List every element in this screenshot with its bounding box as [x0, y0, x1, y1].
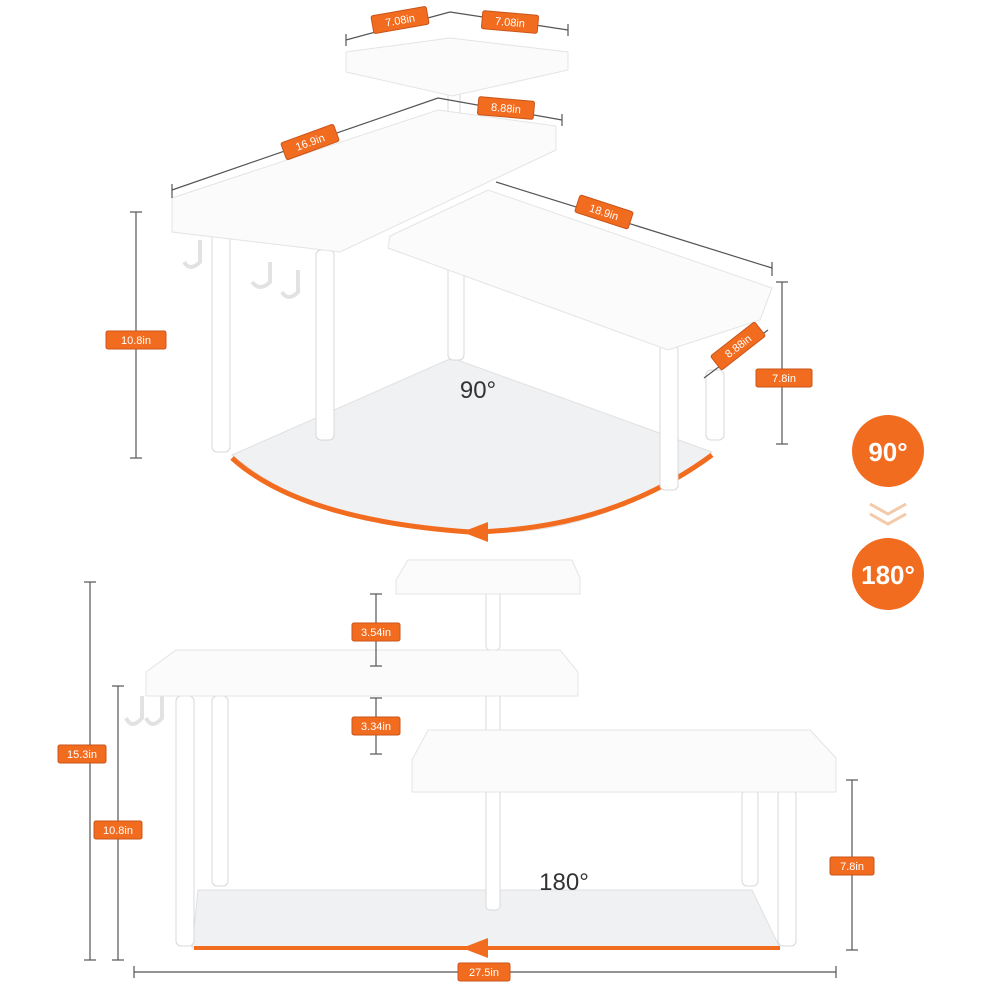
- shelf-top-90: [345, 37, 569, 97]
- config-90: 7.08in 7.08in 8.88in 16.9in 18.9in 8.88i…: [105, 6, 813, 542]
- tag-total-height: 15.3in: [57, 744, 107, 764]
- tag-right-height-90: 7.8in: [755, 368, 813, 388]
- tag-right-len: 18.9in: [574, 194, 634, 230]
- transition-indicator: 90° 180°: [852, 415, 924, 610]
- tag-width-180: 27.5in: [457, 962, 511, 982]
- tag-mid-depth: 8.88in: [476, 96, 536, 120]
- svg-text:7.08in: 7.08in: [384, 12, 416, 29]
- tag-right-height-180: 7.8in: [829, 856, 875, 876]
- svg-text:7.8in: 7.8in: [840, 861, 864, 873]
- tag-top-w2: 7.08in: [480, 10, 540, 34]
- svg-text:7.08in: 7.08in: [494, 16, 525, 31]
- tag-gap-mid: 3.34in: [351, 716, 401, 736]
- svg-text:3.34in: 3.34in: [361, 721, 391, 733]
- svg-text:90°: 90°: [868, 437, 907, 467]
- tag-height-90: 10.8in: [105, 330, 167, 350]
- shelf-top-180: [395, 559, 581, 595]
- rotation-arrow-180: [462, 938, 488, 958]
- shelf-middle-90: [171, 109, 557, 253]
- tag-mid-len: 16.9in: [280, 124, 340, 160]
- shelf-right-90: [387, 189, 773, 351]
- svg-text:3.54in: 3.54in: [361, 627, 391, 639]
- badge-180: 180°: [852, 538, 924, 610]
- rotation-arrow-90: [462, 522, 488, 542]
- badge-90: 90°: [852, 415, 924, 487]
- double-chevron-down-icon: [869, 502, 907, 526]
- hooks-90: [182, 240, 300, 299]
- svg-text:180°: 180°: [861, 560, 915, 590]
- config-180: 3.54in 3.34in 15.3in 10.8in 7.8in 27.5in…: [57, 559, 875, 982]
- hooks-180: [124, 696, 164, 726]
- svg-text:8.88in: 8.88in: [490, 102, 521, 117]
- angle-label-90: 90°: [460, 377, 496, 404]
- tag-top-w1: 7.08in: [370, 6, 430, 34]
- svg-text:15.3in: 15.3in: [67, 749, 97, 761]
- angle-label-180: 180°: [539, 869, 589, 896]
- legs-180: [175, 589, 797, 947]
- svg-text:27.5in: 27.5in: [469, 967, 499, 979]
- svg-text:10.8in: 10.8in: [103, 825, 133, 837]
- shelf-middle-180: [145, 649, 579, 697]
- shelf-right-180: [411, 729, 837, 793]
- svg-text:10.8in: 10.8in: [121, 335, 151, 347]
- tag-left-height-180: 10.8in: [93, 820, 143, 840]
- svg-text:7.8in: 7.8in: [772, 373, 796, 385]
- tag-gap-top: 3.54in: [351, 622, 401, 642]
